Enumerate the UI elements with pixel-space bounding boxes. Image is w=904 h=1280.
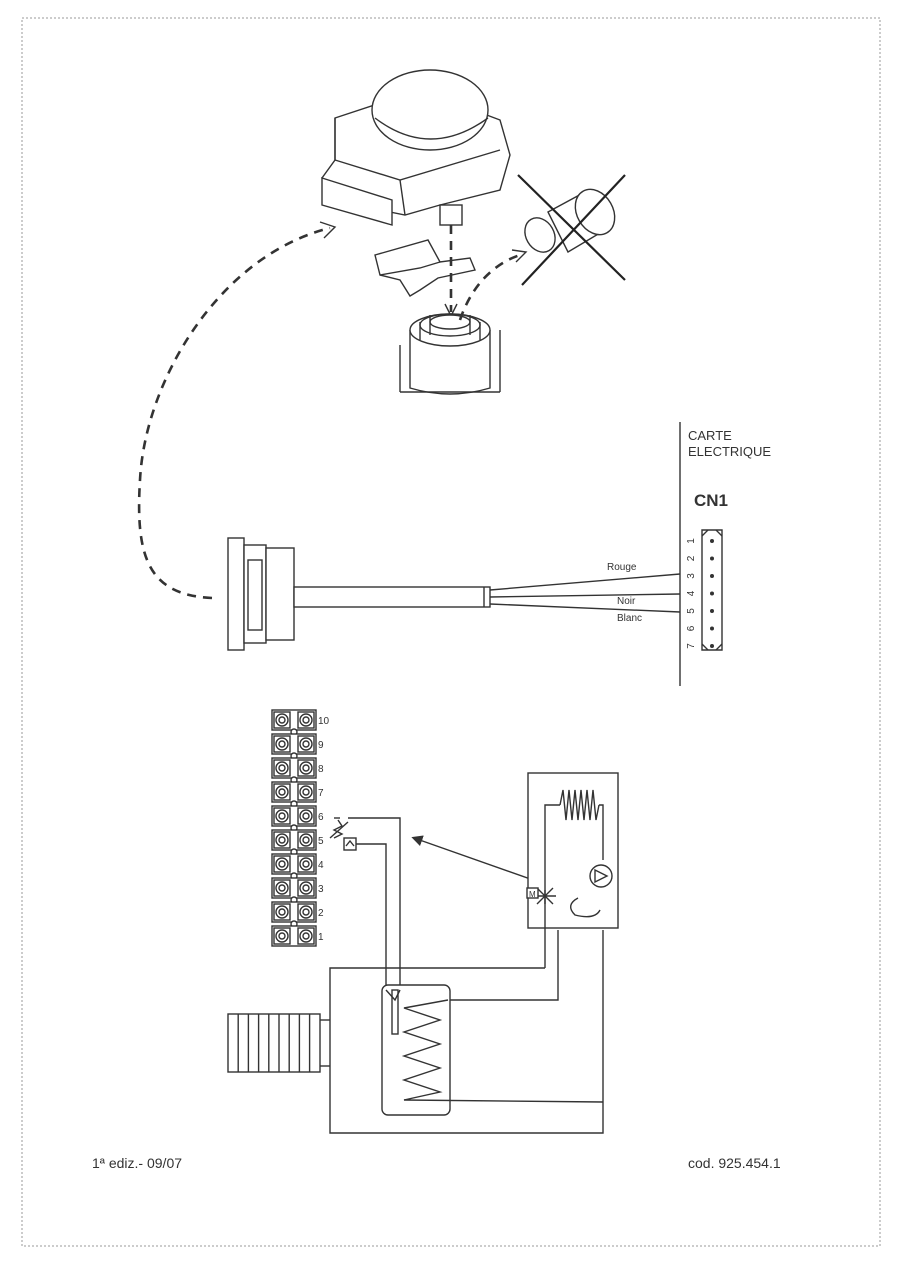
cn1-pin-label: 6 (686, 625, 697, 631)
screw-icon (299, 737, 313, 751)
installation-path (137, 226, 331, 600)
terminal-number: 5 (318, 836, 324, 847)
screw-icon (299, 905, 313, 919)
terminal-number: 10 (318, 716, 330, 727)
sensor-terminal-symbol (343, 837, 357, 851)
terminal-number: 7 (318, 788, 324, 799)
tank-sensor-well (391, 989, 399, 1035)
screw-icon (275, 785, 289, 799)
screw-icon (275, 833, 289, 847)
wire-label-black: Noir (617, 596, 636, 607)
boiler-unit (329, 772, 619, 1134)
cn1-pin (710, 626, 714, 631)
cn1-pin (710, 609, 714, 613)
cn1-pin-label: 5 (686, 608, 697, 614)
footer-code: cod. 925.454.1 (688, 1155, 781, 1171)
board-title-line2: ELECTRIQUE (688, 444, 771, 459)
cn1-pin-label: 2 (686, 555, 697, 561)
terminal-block: 10 9 8 7 6 5 4 3 2 1 (271, 709, 330, 947)
screw-icon (299, 785, 313, 799)
screw-icon (275, 881, 289, 895)
page-border (21, 17, 881, 1247)
valve-motor-label: M (529, 890, 536, 899)
screw-icon (275, 737, 289, 751)
terminal-number: 2 (318, 908, 324, 919)
sensor-wire-1 (348, 817, 401, 990)
terminal-slot (271, 925, 317, 947)
cn1-pin-label: 4 (686, 590, 697, 596)
screw-icon (275, 905, 289, 919)
cn1-pins: 1 2 3 4 5 6 7 (686, 538, 714, 649)
screw-icon (299, 761, 313, 775)
terminal-number: 4 (318, 860, 324, 871)
footer-edition: 1ª ediz.- 09/07 (92, 1155, 182, 1171)
removal-path (458, 253, 521, 321)
new-sensor (227, 537, 491, 651)
sensor-wires (489, 573, 681, 613)
pump-icon (589, 864, 613, 888)
pipe-fitting (399, 313, 501, 395)
screw-icon (275, 857, 289, 871)
screw-icon (299, 857, 313, 871)
terminal-number: 9 (318, 740, 324, 751)
wire-label-white: Blanc (617, 613, 642, 624)
screw-icon (275, 713, 289, 727)
terminal-number: 6 (318, 812, 324, 823)
screw-icon (275, 929, 289, 943)
screw-icon (299, 929, 313, 943)
screw-icon (299, 809, 313, 823)
screw-icon (299, 881, 313, 895)
arrow-icon (511, 249, 528, 263)
cn1-pin (710, 556, 714, 561)
cn1-pin-label: 7 (686, 643, 697, 649)
connector-label: CN1 (694, 491, 728, 510)
cn1-pin (710, 644, 714, 648)
hot-water-tank (381, 984, 604, 1116)
cn1-pin (710, 539, 714, 543)
terminal-number: 3 (318, 884, 324, 895)
old-sensor-crossed-out (517, 174, 626, 286)
terminal-number: 8 (318, 764, 324, 775)
sensor-wire-2 (356, 843, 387, 990)
arrow-icon (319, 221, 337, 239)
ntc-sensor-symbol (329, 817, 349, 839)
cn1-pin-label: 3 (686, 573, 697, 579)
cn1-pin-label: 1 (686, 538, 697, 544)
radiator (227, 1013, 330, 1073)
cn1-pin (710, 574, 714, 578)
board-title-line1: CARTE (688, 428, 732, 443)
pump-head-illustration (321, 69, 511, 226)
cn1-pin (710, 591, 714, 596)
cn1-connector (701, 529, 723, 651)
screw-icon (275, 809, 289, 823)
terminal-number: 1 (318, 932, 324, 943)
screw-icon (299, 713, 313, 727)
screw-icon (299, 833, 313, 847)
screw-icon (275, 761, 289, 775)
retaining-clip (374, 239, 476, 297)
wire-label-red: Rouge (607, 562, 637, 573)
